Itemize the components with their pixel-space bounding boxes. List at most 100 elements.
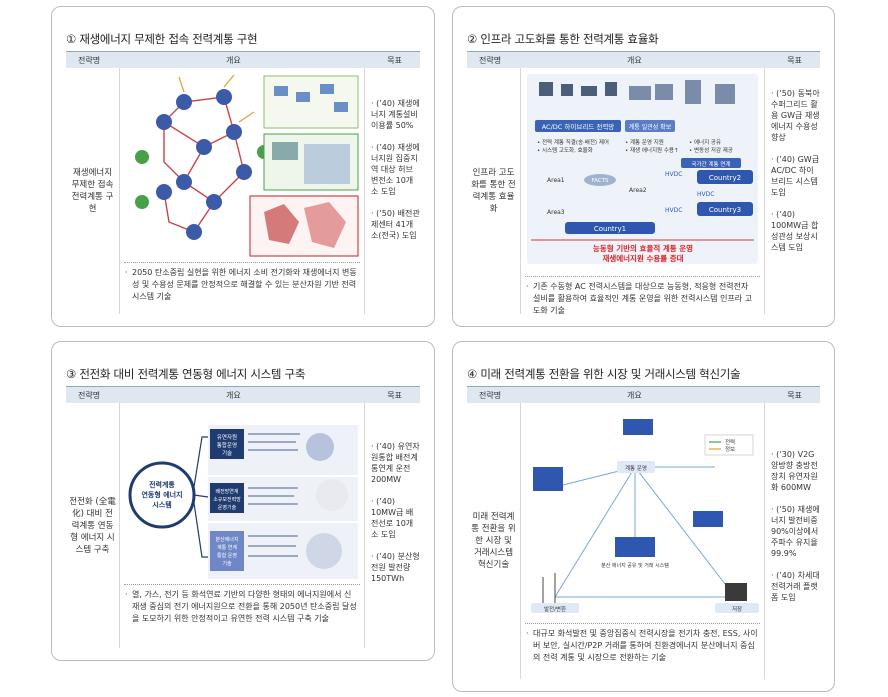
country-1-label: Country1 bbox=[594, 225, 626, 233]
panel-title: ① 재생에너지 무제한 접속 전력계통 구현 bbox=[66, 32, 258, 46]
bullet-left-2: • 시스템 고도화, 효율화 bbox=[537, 147, 593, 154]
area-2-label: Area2 bbox=[629, 187, 647, 194]
panel-1: ① 재생에너지 무제한 접속 전력계통 구현 전략명 개요 목표 재생에너지 무… bbox=[51, 6, 435, 327]
strategy-name: 전전화 (全電化) 대비 전력계통 연동형 에너지 시스템 구축 bbox=[66, 403, 120, 648]
header-overview: 개요 bbox=[226, 391, 241, 400]
grid-ops-label: 계통 운영 bbox=[625, 464, 647, 472]
overview-description: 열, 가스, 전기 등 화석연료 기반의 다양한 형태의 에너지원에서 신재생 … bbox=[124, 584, 360, 648]
goal-item: · (’50) 배전관제센터 41개소(전국) 도입 bbox=[371, 209, 420, 240]
overview-cell: 전력계통 연동형 에너지 시스템 유연자원 통합운영 기술 배전망연계 소규모전 bbox=[120, 403, 364, 648]
box-1-line-1: 유연자원 bbox=[217, 433, 237, 441]
center-line-3: 시스템 bbox=[152, 500, 171, 509]
acdc-label: AC/DC 하이브리드 전력망 bbox=[542, 122, 615, 131]
overview-cell: 전력 정보 계통 운영 분산 에너지 공유 및 거래 시스템 발전/변환 저장 … bbox=[521, 403, 764, 679]
legend-power: 전력 bbox=[725, 438, 735, 446]
panel-2: ② 인프라 고도화를 통한 전력계통 효율화 전략명 개요 목표 인프라 고도화… bbox=[452, 6, 835, 327]
country-3-label: Country3 bbox=[709, 206, 741, 214]
facts-label: FACTS bbox=[591, 178, 609, 184]
box-2-line-2: 소규모전력망 bbox=[213, 496, 241, 503]
header-goal: 목표 bbox=[787, 56, 802, 65]
header-overview: 개요 bbox=[226, 56, 241, 65]
bullet-right-1: • 에너지 공유 bbox=[689, 138, 721, 146]
header-name: 전략명 bbox=[479, 56, 502, 65]
bullet-left-1: • 전력 계통 직결(송·배전) 제어 bbox=[537, 138, 609, 146]
center-line-2: 연동형 에너지 bbox=[141, 490, 182, 499]
storage-label: 저장 bbox=[732, 605, 742, 613]
header-name: 전략명 bbox=[479, 391, 502, 400]
table-header: 전략명 개요 목표 bbox=[66, 51, 420, 68]
header-goal: 목표 bbox=[787, 391, 802, 400]
table-header: 전략명 개요 목표 bbox=[66, 386, 420, 403]
energy-system-diagram: 전력계통 연동형 에너지 시스템 유연자원 통합운영 기술 배전망연계 소규모전 bbox=[124, 407, 360, 587]
strategy-name: 재생에너지 무제한 접속 전력계통 구현 bbox=[66, 68, 120, 314]
hvdc-label: HVDC bbox=[697, 191, 714, 198]
banner-line-2: 재생에너지원 수용률 증대 bbox=[602, 253, 683, 263]
goal-item: · (’50) 동북아 수퍼그리드 활용 GW급 재생에너지 수용성 향상 bbox=[771, 89, 820, 142]
header-overview: 개요 bbox=[627, 56, 642, 65]
gen-label: 발전/변환 bbox=[544, 605, 566, 613]
area-1-label: Area1 bbox=[547, 177, 565, 184]
goal-item: · (’40) 분산형 전원 발전량 150TWh bbox=[371, 552, 420, 583]
bullet-mid-2: • 재생 에너지원 수용↑ bbox=[625, 146, 679, 154]
overview-description: 2050 탄소중립 실현을 위한 에너지 소비 전기화와 재생에너지 변동성 및… bbox=[124, 262, 360, 314]
box-1-line-2: 통합운영 bbox=[217, 441, 237, 449]
goal-list: · (’40) 재생에너지 계통설비 이용률 50% · (’40) 재생에너지… bbox=[364, 68, 420, 314]
overview-description: 기존 수동형 AC 전력시스템을 대상으로 능동형, 적응형 전력전자 설비를 … bbox=[525, 276, 760, 315]
header-name: 전략명 bbox=[78, 56, 101, 65]
center-line-1: 전력계통 bbox=[149, 480, 175, 489]
overview-cell: 2050 탄소중립 실현을 위한 에너지 소비 전기화와 재생에너지 변동성 및… bbox=[120, 68, 364, 314]
box-3-line-3: 통합 운영 bbox=[217, 552, 237, 559]
table-header: 전략명 개요 목표 bbox=[467, 51, 820, 68]
strategy-name: 미래 전력계통 전환을 위한 시장 및 거래시스템 혁신기술 bbox=[467, 403, 521, 679]
grid-hub-diagram bbox=[124, 72, 360, 258]
header-goal: 목표 bbox=[387, 56, 402, 65]
hvdc-label: HVDC bbox=[665, 207, 682, 214]
ops-label: 계통 일관성 확보 bbox=[629, 123, 672, 131]
header-overview: 개요 bbox=[627, 391, 642, 400]
panel-3: ③ 전전화 대비 전력계통 연동형 에너지 시스템 구축 전략명 개요 목표 전… bbox=[51, 341, 435, 661]
table-header: 전략명 개요 목표 bbox=[467, 386, 820, 403]
goal-item: · (’40) 유연자원통합 배전계통연계 운전 200MW bbox=[371, 442, 420, 484]
header-name: 전략명 bbox=[78, 391, 101, 400]
box-3-line-4: 기술 bbox=[222, 560, 232, 567]
panel-4: ④ 미래 전력계통 전환을 위한 시장 및 거래시스템 혁신기술 전략명 개요 … bbox=[452, 341, 835, 692]
box-1-line-3: 기술 bbox=[222, 449, 232, 457]
goal-item: · (’30) V2G 양방향 충방전장치 유연자원화 600MW bbox=[771, 450, 818, 492]
overview-description: 대규모 화석발전 및 중앙집중식 전력시장을 전기차 충전, ESS, 사이버 … bbox=[525, 623, 760, 679]
goal-item: · (’40) 10MW급 배전선로 10개소 도입 bbox=[371, 497, 414, 539]
strategy-name: 인프라 고도화를 통한 전력계통 효율화 bbox=[467, 68, 521, 314]
country-2-label: Country2 bbox=[709, 174, 741, 182]
panel-title: ② 인프라 고도화를 통한 전력계통 효율화 bbox=[467, 32, 659, 46]
goal-list: · (’50) 동북아 수퍼그리드 활용 GW급 재생에너지 수용성 향상 · … bbox=[764, 68, 820, 314]
box-2-line-3: 운영기술 bbox=[218, 504, 237, 511]
banner-line-1: 능동형 기반의 효율적 계통 운영 bbox=[593, 243, 693, 253]
goal-item: · (’40) GW급 AC/DC 하이브리드 시스템 도입 bbox=[771, 155, 820, 197]
cross-border-label: 국가간 계통 연계 bbox=[692, 160, 731, 168]
market-system-diagram: 전력 정보 계통 운영 분산 에너지 공유 및 거래 시스템 발전/변환 저장 bbox=[525, 407, 760, 615]
acdc-hybrid-diagram: AC/DC 하이브리드 전력망 계통 일관성 확보 • 전력 계통 직결(송·배… bbox=[525, 72, 760, 266]
bullet-mid-1: • 계통 운영 지원 bbox=[625, 138, 664, 146]
goal-list: · (’30) V2G 양방향 충방전장치 유연자원화 600MW · (’50… bbox=[764, 403, 820, 679]
box-3-line-1: 분산에너지 bbox=[215, 536, 238, 543]
panel-title: ③ 전전화 대비 전력계통 연동형 에너지 시스템 구축 bbox=[66, 367, 306, 381]
goal-item: · (’40) 재생에너지원 집중지역 대상 허브변전소 10개소 도입 bbox=[371, 143, 420, 196]
strategy-table: 전략명 개요 목표 인프라 고도화를 통한 전력계통 효율화 AC/DC 하이브… bbox=[467, 51, 820, 315]
panel-title: ④ 미래 전력계통 전환을 위한 시장 및 거래시스템 혁신기술 bbox=[467, 367, 741, 381]
box-2-line-1: 배전망연계 bbox=[215, 488, 238, 495]
bullet-right-2: • 변동성 저감 제공 bbox=[689, 146, 733, 154]
overview-cell: AC/DC 하이브리드 전력망 계통 일관성 확보 • 전력 계통 직결(송·배… bbox=[521, 68, 764, 315]
strategy-table: 전략명 개요 목표 재생에너지 무제한 접속 전력계통 구현 bbox=[66, 51, 420, 314]
strategy-table: 전략명 개요 목표 전전화 (全電化) 대비 전력계통 연동형 에너지 시스템 … bbox=[66, 386, 420, 648]
goal-item: · (’50) 재생에너지 발전비중 90%이상에서 주파수 유지율 99.9% bbox=[771, 505, 820, 558]
box-3-line-2: 계통 연계 bbox=[217, 544, 237, 551]
hvdc-label: HVDC bbox=[665, 171, 682, 178]
strategy-table: 전략명 개요 목표 미래 전력계통 전환을 위한 시장 및 거래시스템 혁신기술… bbox=[467, 386, 820, 679]
market-label: 분산 에너지 공유 및 거래 시스템 bbox=[601, 562, 669, 569]
header-goal: 목표 bbox=[387, 391, 402, 400]
goal-item: · (’40) 재생에너지 계통설비 이용률 50% bbox=[371, 99, 420, 130]
goal-item: · (’40) 차세대 전력거래 플랫폼 도입 bbox=[771, 571, 820, 602]
legend-info: 정보 bbox=[725, 446, 735, 453]
goal-item: · (’40) 100MW급 합성관성 보상시스템 도입 bbox=[771, 210, 819, 252]
area-3-label: Area3 bbox=[547, 209, 565, 216]
goal-list: · (’40) 유연자원통합 배전계통연계 운전 200MW · (’40) 1… bbox=[364, 403, 420, 648]
